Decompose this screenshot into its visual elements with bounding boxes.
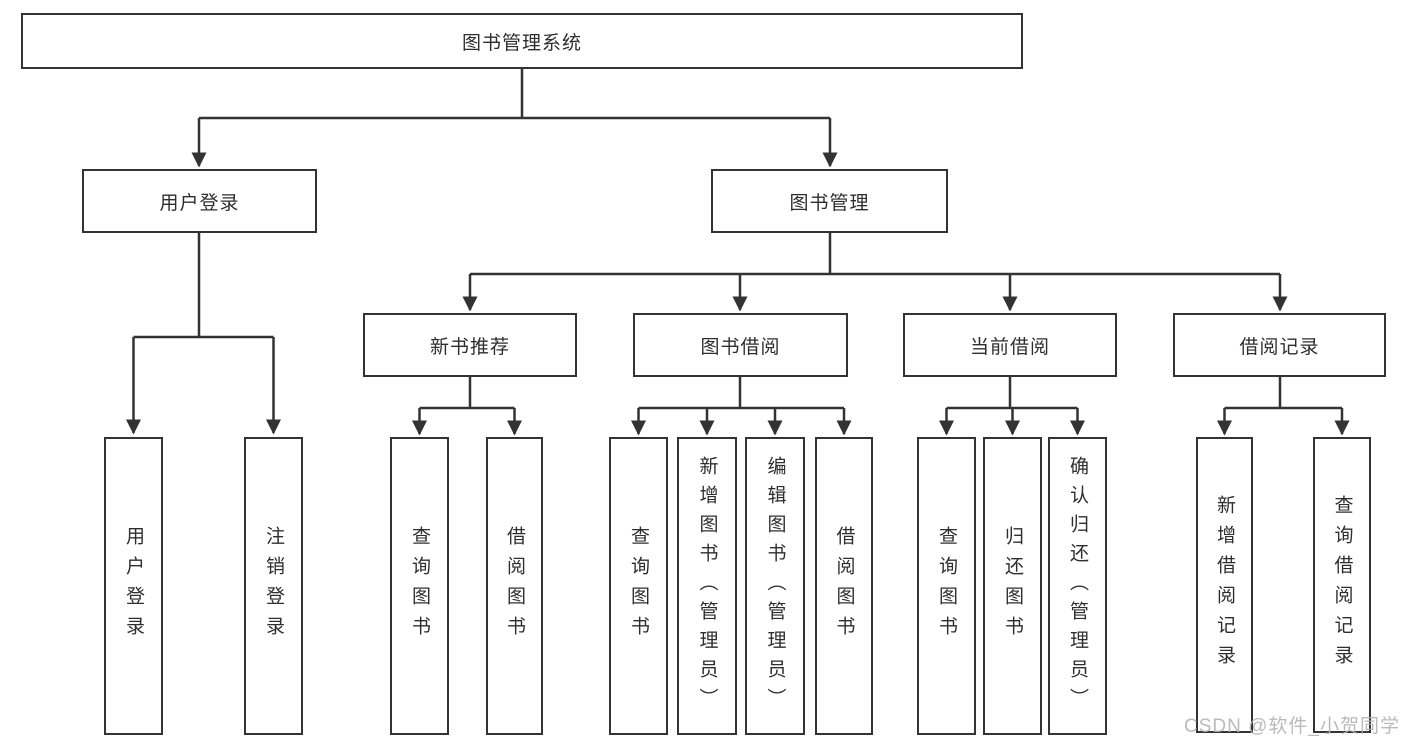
leaf-current-confirm-return-admin: 确认归还（管理员） [1048, 437, 1107, 735]
node-book-borrow-label: 图书借阅 [700, 336, 781, 358]
node-borrow-records: 借阅记录 [1173, 313, 1386, 377]
node-book-management: 图书管理 [711, 169, 948, 233]
leaf-user-login: 用户登录 [104, 437, 163, 735]
node-book-borrow: 图书借阅 [633, 313, 848, 377]
leaf-records-query-record: 查询借阅记录 [1313, 437, 1371, 733]
leaf-newbook-query-books-label: 查询图书 [409, 526, 430, 646]
leaf-borrow-add-books-admin-label: 新增图书（管理员） [696, 455, 718, 717]
leaf-current-return-books: 归还图书 [983, 437, 1042, 735]
node-root-label: 图书管理系统 [461, 32, 582, 54]
leaf-borrow-add-books-admin: 新增图书（管理员） [677, 437, 737, 735]
leaf-newbook-borrow-books-label: 借阅图书 [504, 526, 525, 646]
connector-book-management-trunk [470, 233, 1280, 276]
leaf-records-add-record: 新增借阅记录 [1196, 437, 1253, 733]
leaf-records-add-record-label: 新增借阅记录 [1214, 495, 1235, 675]
leaf-user-login-label: 用户登录 [123, 526, 144, 646]
leaf-borrow-query-books: 查询图书 [609, 437, 668, 735]
node-root: 图书管理系统 [21, 13, 1023, 69]
leaf-logout-login-label: 注销登录 [263, 526, 284, 646]
node-new-book-recommend: 新书推荐 [363, 313, 577, 377]
leaf-records-query-record-label: 查询借阅记录 [1331, 495, 1353, 675]
node-current-borrow: 当前借阅 [903, 313, 1117, 377]
connector-new-book-trunk [419, 377, 515, 410]
leaf-borrow-borrow-books: 借阅图书 [815, 437, 873, 735]
leaf-current-return-books-label: 归还图书 [1002, 526, 1023, 646]
connector-borrow-records-trunk [1224, 377, 1342, 410]
leaf-current-query-books: 查询图书 [917, 437, 976, 735]
leaf-current-confirm-return-admin-label: 确认归还（管理员） [1067, 455, 1088, 717]
connector-root-trunk [199, 69, 830, 120]
node-user-login: 用户登录 [82, 169, 317, 233]
leaf-borrow-edit-books-admin: 编辑图书（管理员） [745, 437, 805, 735]
node-borrow-records-label: 借阅记录 [1239, 336, 1320, 358]
leaf-current-query-books-label: 查询图书 [936, 526, 957, 646]
leaf-newbook-borrow-books: 借阅图书 [486, 437, 543, 735]
node-new-book-recommend-label: 新书推荐 [429, 336, 510, 358]
connector-user-login-trunk [133, 233, 274, 339]
connector-book-borrow-trunk [638, 377, 844, 410]
leaf-borrow-edit-books-admin-label: 编辑图书（管理员） [764, 455, 786, 717]
leaf-logout-login: 注销登录 [244, 437, 303, 735]
node-user-login-label: 用户登录 [159, 192, 240, 214]
leaf-borrow-borrow-books-label: 借阅图书 [833, 526, 855, 646]
leaf-borrow-query-books-label: 查询图书 [628, 526, 649, 646]
node-book-management-label: 图书管理 [789, 192, 870, 214]
csdn-watermark: CSDN @软件_小贺同学 [1184, 716, 1400, 737]
leaf-newbook-query-books: 查询图书 [390, 437, 449, 735]
node-current-borrow-label: 当前借阅 [969, 336, 1050, 358]
connector-current-borrow-trunk [946, 377, 1078, 410]
